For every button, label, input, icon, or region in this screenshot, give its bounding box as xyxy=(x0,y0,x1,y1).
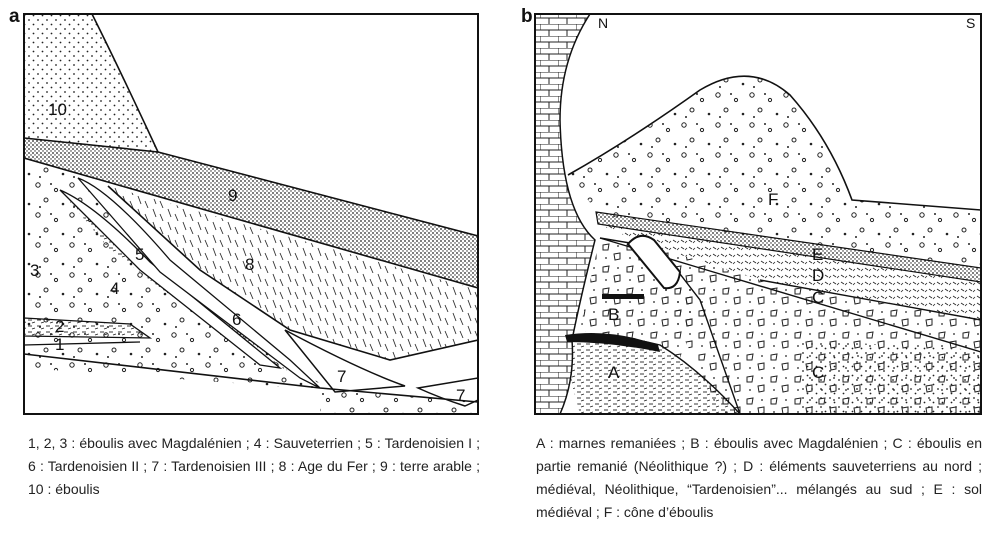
layer-label-D: D xyxy=(812,266,824,285)
layer-label-8: 8 xyxy=(245,255,254,274)
layer-label-10: 10 xyxy=(48,100,67,119)
layer-label-6: 6 xyxy=(232,310,241,329)
layer-label-5: 5 xyxy=(135,245,144,264)
layer-label-7b: 7 xyxy=(456,386,465,405)
panel-b-letter: b xyxy=(521,6,533,27)
layer-label-9: 9 xyxy=(228,186,237,205)
layer-label-F: F xyxy=(768,190,778,209)
layer-label-E: E xyxy=(812,245,823,264)
layer-label-7a: 7 xyxy=(337,367,346,386)
layer-label-2: 2 xyxy=(55,317,64,336)
caption-panel-a: 1, 2, 3 : éboulis avec Magdalénien ; 4 :… xyxy=(28,432,480,501)
layer-label-4: 4 xyxy=(110,279,119,298)
layer-label-A: A xyxy=(608,363,620,382)
layer-label-C-main: C xyxy=(812,363,824,382)
layer-label-3: 3 xyxy=(30,261,39,280)
caption-panel-b: A : marnes remaniées ; B : éboulis avec … xyxy=(536,432,982,524)
panel-a-letter: a xyxy=(9,6,20,27)
compass-south: S xyxy=(966,15,975,31)
panel-a-section xyxy=(24,14,478,414)
layer-C-dots xyxy=(800,340,981,414)
dark-level-upper xyxy=(602,294,644,299)
layer-label-1: 1 xyxy=(55,335,64,354)
compass-north: N xyxy=(598,15,608,31)
layer-label-C-upper: C xyxy=(812,288,824,307)
panel-b-section xyxy=(535,14,981,414)
layer-label-B: B xyxy=(608,305,619,324)
